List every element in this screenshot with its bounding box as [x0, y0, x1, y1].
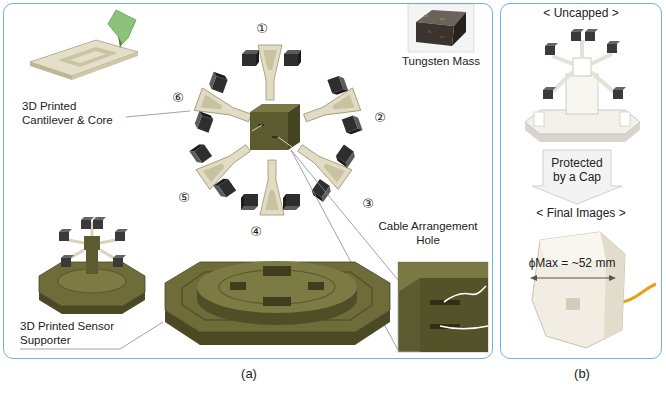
- final-sensor: [609, 275, 616, 281]
- stage-title: < Final Images >: [516, 206, 646, 220]
- part-label: 3D Printed Sensor Supporter: [20, 320, 120, 348]
- uncapped-sensor: [552, 56, 573, 64]
- final-sensor: [622, 284, 656, 302]
- uncapped-sensor: [580, 40, 584, 58]
- uncapped-sensor: [534, 112, 544, 126]
- tungsten-photo: [408, 4, 474, 52]
- tungsten-photo: [440, 18, 445, 20]
- tungsten-photo: [424, 15, 428, 17]
- uncapped-sensor: [566, 74, 598, 114]
- assembled-sensor: [86, 248, 98, 274]
- printed-cantilever-inset: [30, 62, 72, 80]
- stage-title: < Uncapped >: [516, 6, 646, 20]
- core-cube: [272, 136, 278, 138]
- callout-number: ④: [250, 224, 262, 240]
- core-cube: [278, 137, 292, 147]
- cantilever-set: [189, 70, 261, 144]
- leader-line: [291, 150, 398, 280]
- cable-hole-inset: [420, 278, 488, 352]
- cantilever-set: [185, 45, 367, 215]
- assembled-sensor: [100, 250, 114, 258]
- printed-cantilever-inset: [118, 36, 122, 48]
- callout-number: ③: [362, 196, 374, 212]
- core-cube: [288, 104, 300, 150]
- sensor-supporter: [165, 261, 390, 345]
- callout-number: ⑥: [172, 90, 184, 106]
- callout-number: ②: [374, 110, 386, 126]
- assembled-sensor: [68, 240, 84, 243]
- cable-hole-inset: [440, 326, 488, 329]
- uncapped-sensor: [620, 112, 630, 126]
- assembled-sensor: [100, 240, 116, 243]
- cable-hole-inset: [444, 286, 486, 302]
- sensor-supporter: [263, 297, 291, 306]
- cantilever-set: [242, 45, 301, 100]
- uncapped-sensor: [525, 29, 640, 142]
- sensor-supporter: [308, 282, 324, 290]
- printed-cantilever-inset: [108, 10, 136, 44]
- part-label: Cable Arrangement Hole: [376, 220, 480, 248]
- cantilever-set: [241, 160, 300, 215]
- printed-cantilever-inset: [30, 10, 138, 80]
- tungsten-photo: [452, 12, 466, 46]
- leader-line: [20, 111, 398, 350]
- final-sensor: [534, 278, 612, 279]
- part-label: Tungsten Mass: [393, 55, 489, 69]
- uncapped-sensor: [607, 41, 620, 53]
- tungsten-photo: [428, 30, 431, 33]
- tungsten-photo: [408, 4, 474, 52]
- sensor-supporter: [165, 262, 390, 332]
- assembled-sensor: [61, 255, 74, 267]
- sensor-supporter: [263, 266, 291, 276]
- tungsten-photo: [416, 22, 454, 46]
- final-sensor: [600, 232, 625, 340]
- core-cube: [250, 112, 288, 150]
- sensor-supporter: [230, 282, 246, 290]
- assembled-sensor: [39, 217, 145, 314]
- process-note: Protected by a Cap: [544, 156, 610, 185]
- printed-cantilever-inset: [70, 51, 106, 63]
- uncapped-sensor: [591, 72, 614, 92]
- uncapped-sensor: [552, 72, 573, 92]
- part-label: 3D Printed Cantilever & Core: [22, 100, 124, 128]
- final-sensor: [532, 232, 625, 348]
- uncapped-sensor: [571, 29, 584, 41]
- sensor-supporter: [197, 261, 357, 313]
- process-arrow: [532, 150, 622, 204]
- callout-number: ①: [256, 21, 268, 37]
- assembled-sensor: [59, 229, 72, 241]
- uncapped-sensor: [545, 43, 558, 55]
- cable-hole-inset: [398, 262, 488, 352]
- final-sensor: [566, 298, 580, 310]
- assembled-sensor: [84, 236, 100, 250]
- core-cube: [250, 104, 300, 150]
- assembled-sensor: [93, 217, 106, 229]
- uncapped-sensor: [613, 87, 626, 99]
- assembled-sensor: [113, 255, 126, 267]
- leader-line: [126, 111, 190, 117]
- cantilever-set: [295, 73, 367, 147]
- uncapped-sensor: [573, 58, 591, 76]
- tungsten-photo: [440, 36, 444, 38]
- uncapped-sensor: [585, 29, 598, 41]
- cable-hole-inset: [398, 262, 488, 352]
- panel-label: (a): [241, 366, 257, 381]
- uncapped-sensor: [591, 54, 612, 64]
- final-sensor: [530, 275, 537, 281]
- callout-number: ⑤: [178, 190, 190, 206]
- assembled-sensor: [81, 217, 94, 229]
- panel-label: (b): [574, 366, 590, 381]
- core-cube: [252, 125, 262, 131]
- uncapped-sensor: [543, 87, 556, 99]
- assembled-sensor: [115, 229, 128, 241]
- printed-cantilever-inset: [58, 47, 118, 67]
- dimension-label: ϕMax = ~52 mm: [516, 256, 628, 270]
- final-sensor: [530, 232, 656, 348]
